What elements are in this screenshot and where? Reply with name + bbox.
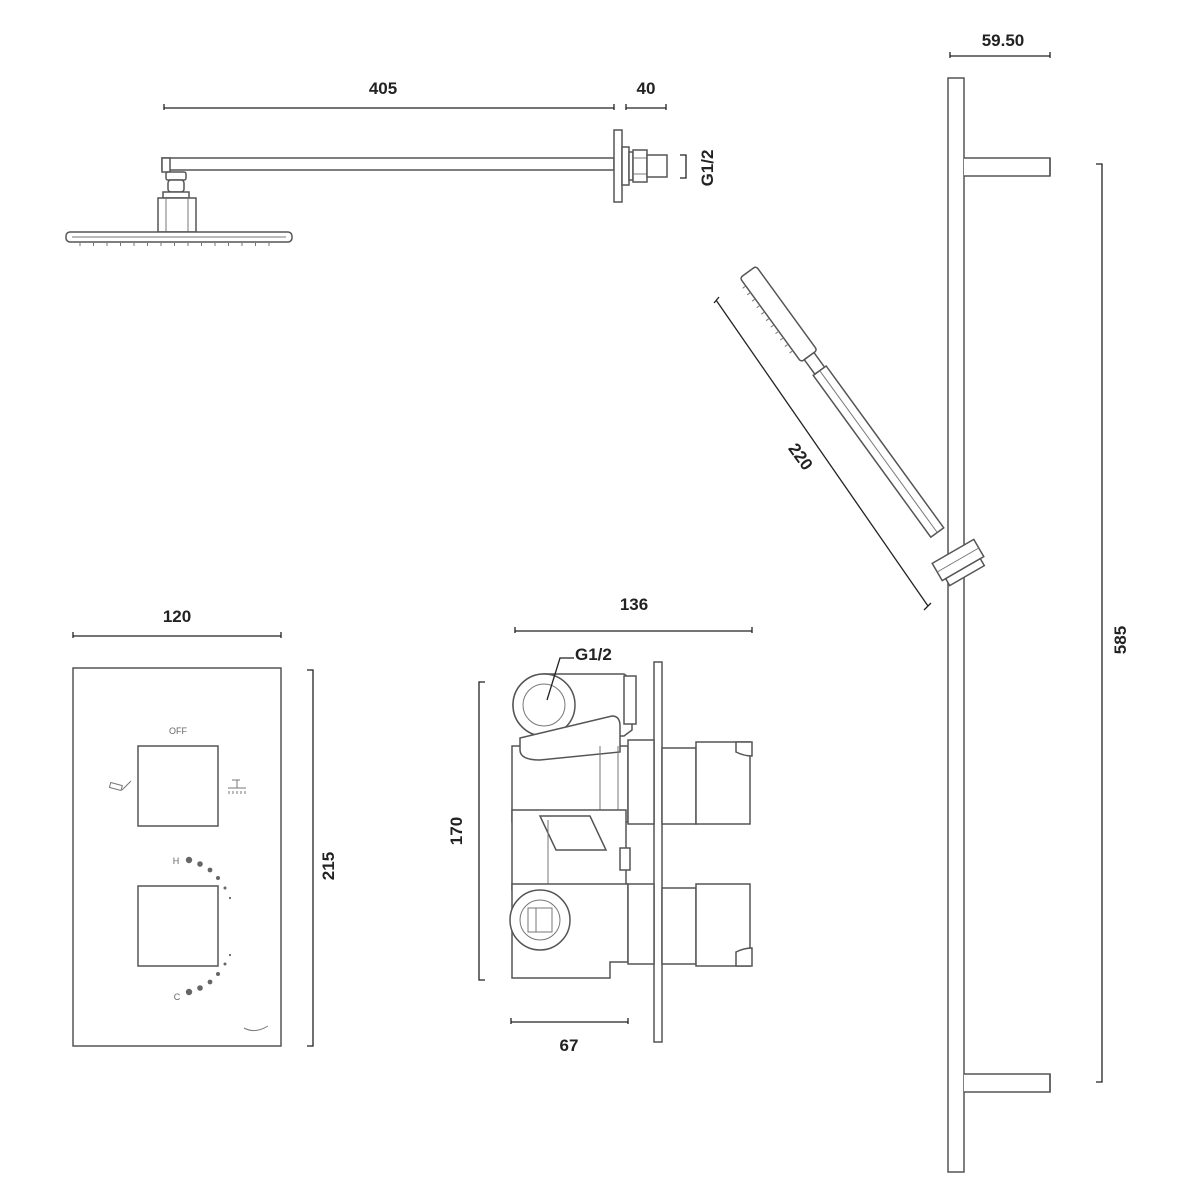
upper-spindle (661, 747, 697, 825)
top-wall-bracket (964, 157, 1051, 177)
swivel-joint (167, 179, 185, 193)
riser-rail-assembly: 59.50 585 220 (713, 31, 1130, 1173)
dim-flange-depth: 40 (637, 79, 656, 98)
hand-shower (740, 266, 945, 539)
dim-line-offset (949, 52, 1051, 58)
diverter-handle (137, 745, 219, 827)
valve-mounting-plate (653, 661, 663, 1043)
inlet-thread (646, 154, 668, 178)
shower-head-assembly: 405 40 G1/2 (65, 79, 717, 246)
dim-line-plate-width (72, 632, 282, 638)
wall-flange (613, 129, 623, 203)
riser-rail (947, 77, 965, 1173)
dim-line-rail (1096, 163, 1103, 1083)
concealed-valve-assembly: 136 170 67 G1/2 (447, 595, 753, 1055)
lower-inlet-port (509, 889, 571, 951)
dim-thread-arm: G1/2 (698, 150, 717, 187)
diverter-wedge (538, 815, 608, 851)
brand-swoosh-icon (243, 1025, 269, 1032)
thermostatic-handle (137, 885, 219, 967)
slider-bracket (931, 538, 986, 587)
shower-head-nozzles (79, 242, 270, 246)
control-plate (72, 667, 282, 1047)
dim-arm-length: 405 (369, 79, 397, 98)
dim-valve-height: 170 (447, 817, 466, 845)
dim-rail-offset: 59.50 (982, 31, 1025, 50)
dim-line-valve-height (478, 681, 485, 981)
shower-arm (161, 157, 615, 171)
dim-line-valve-width (514, 627, 753, 633)
lower-spindle (661, 887, 697, 965)
upper-spindle-cap (695, 741, 751, 825)
hot-label: H (173, 856, 180, 866)
dim-bracket-thread (680, 154, 687, 179)
inlet-nut (632, 149, 648, 183)
temperature-scale-dots (185, 856, 232, 996)
dim-plate-height: 215 (319, 852, 338, 880)
bottom-wall-bracket (964, 1073, 1051, 1093)
dim-rail-length: 585 (1111, 626, 1130, 654)
control-plate-assembly: OFF H C 120 215 (72, 607, 338, 1047)
off-label: OFF (169, 726, 187, 736)
dim-line-arm (163, 104, 615, 110)
overhead-shower-icon (228, 779, 246, 794)
dim-line-valve-depth (510, 1018, 629, 1024)
dim-valve-depth: 67 (560, 1036, 579, 1055)
dim-thread-valve: G1/2 (575, 645, 612, 664)
leader-thread-valve (546, 657, 574, 701)
dim-line-handset (713, 296, 932, 611)
dim-valve-width: 136 (620, 595, 648, 614)
dim-handset-length: 220 (784, 440, 816, 474)
handset-icon (108, 780, 132, 792)
dim-plate-width: 120 (163, 607, 191, 626)
cold-label: C (174, 992, 181, 1002)
head-connector (157, 197, 197, 233)
dim-line-flange (625, 104, 667, 110)
dim-line-plate-height (307, 669, 314, 1047)
handset-head (740, 266, 817, 362)
